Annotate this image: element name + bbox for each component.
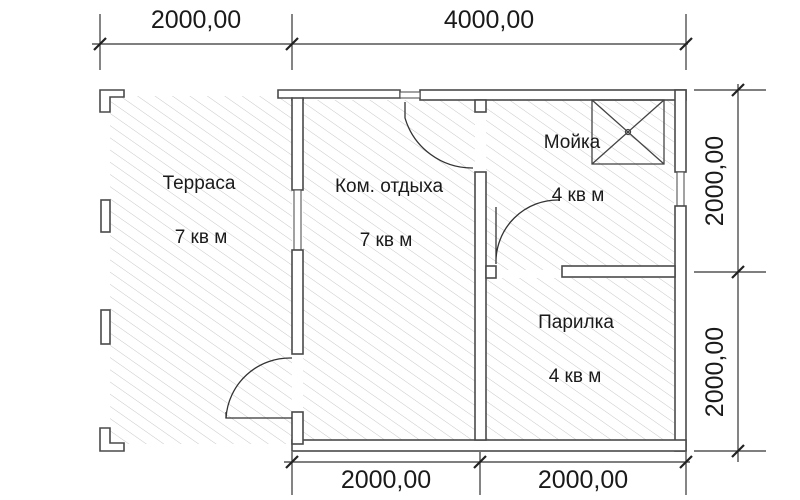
- washroom-floor: [486, 100, 674, 270]
- right-wall-lower: [674, 205, 687, 452]
- terrace-wall-lower: [291, 411, 304, 445]
- washroom-name: Мойка: [544, 132, 601, 153]
- bottom-wall: [291, 439, 687, 452]
- washroom-area: 4 кв м: [552, 185, 605, 206]
- dim-right-bottom: 2000,00: [701, 327, 729, 417]
- rest-room-floor: [303, 100, 475, 440]
- dim-bottom-right: 2000,00: [538, 466, 628, 494]
- terrace-area: 7 кв м: [175, 227, 228, 248]
- dim-right-top: 2000,00: [701, 136, 729, 226]
- terrace-window: [293, 189, 302, 251]
- dim-bottom-left: 2000,00: [341, 466, 431, 494]
- steam-room-name: Парилка: [538, 312, 614, 333]
- partition-wall-lower: [474, 171, 487, 441]
- terrace-wall-upper: [291, 97, 304, 191]
- doors: [225, 102, 561, 419]
- partition-wall-upper: [474, 99, 487, 113]
- terrace-wall-middle: [291, 249, 304, 355]
- terrace-corner-top: [99, 89, 125, 113]
- walls: [99, 89, 687, 452]
- top-wall-segment: [419, 89, 687, 101]
- dim-top-right: 4000,00: [444, 6, 534, 34]
- right-wall-upper: [674, 89, 687, 173]
- steam-room-floor: [486, 278, 674, 440]
- terrace-post: [100, 199, 111, 233]
- terrace-corner-bottom: [99, 427, 125, 452]
- dim-top-left: 2000,00: [151, 6, 241, 34]
- rest-room-door: [404, 102, 474, 169]
- steam-wall-left: [485, 265, 497, 279]
- washroom-door: [495, 199, 561, 265]
- dimension-lines: [92, 14, 766, 495]
- steam-wall-right: [561, 265, 676, 278]
- right-window: [676, 171, 685, 207]
- terrace-post: [100, 309, 111, 345]
- steam-room-area: 4 кв м: [549, 366, 602, 387]
- rest-room-area: 7 кв м: [360, 230, 413, 251]
- floor-hatching: [110, 96, 674, 444]
- entrance-door: [225, 357, 293, 419]
- terrace-name: Терраса: [163, 173, 236, 194]
- stove-symbol: [591, 99, 665, 165]
- rest-room-name: Ком. отдыха: [335, 176, 444, 197]
- terrace-floor: [110, 96, 292, 444]
- top-window: [399, 91, 421, 99]
